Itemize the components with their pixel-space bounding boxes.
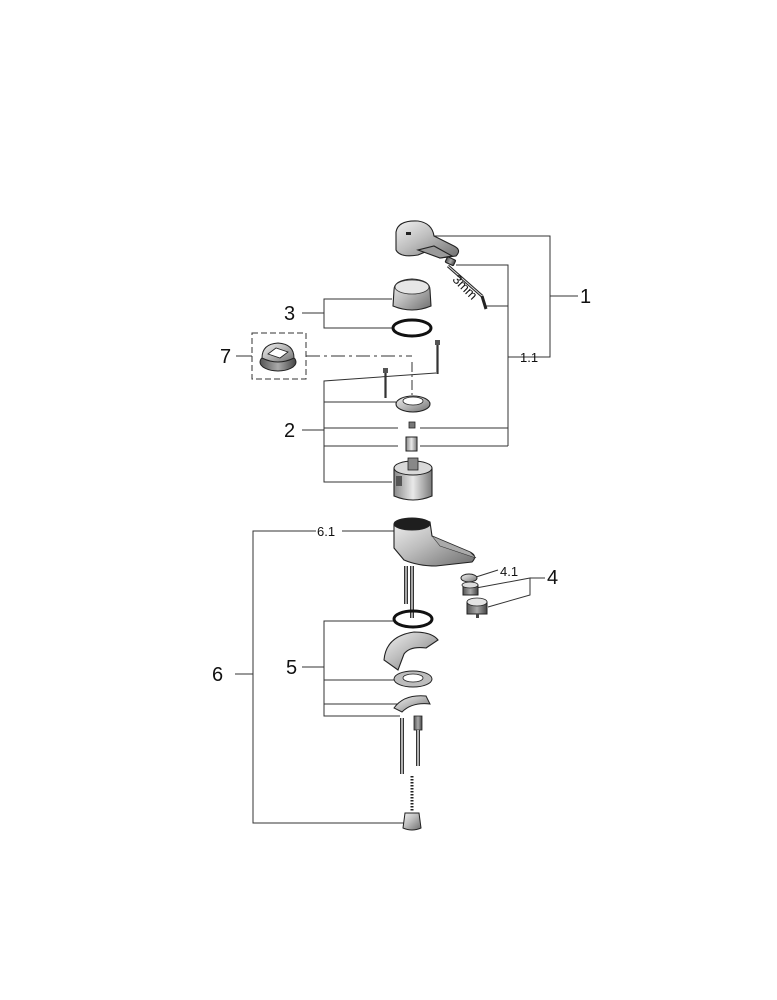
- cap: [392, 278, 432, 311]
- aerator-insert: [461, 581, 479, 596]
- base-o-ring: [392, 609, 434, 629]
- cartridge-nut: [395, 395, 431, 413]
- base-spacer: [383, 631, 439, 671]
- label-part-4: 4: [547, 567, 558, 589]
- label-part-4-1: 4.1: [500, 564, 518, 579]
- label-part-3: 3: [284, 303, 295, 325]
- label-part-5: 5: [286, 657, 297, 679]
- part-labels: 1 1.1 3 7 2 6.1 4.1 4 5 6: [212, 286, 591, 686]
- bracket-6: [252, 530, 406, 824]
- aerator-washer: [460, 573, 478, 583]
- bracket-3: [323, 298, 392, 329]
- small-pin: [408, 421, 416, 429]
- bracket-4: [475, 577, 531, 608]
- allen-key-size-label: 3mm: [450, 272, 481, 303]
- mounting-screws: [383, 340, 440, 398]
- leader-4-1-a: [475, 569, 499, 578]
- label-part-1-1: 1.1: [520, 350, 538, 365]
- base-washer: [393, 670, 433, 688]
- aerator-housing: [466, 597, 488, 618]
- spindle-adapter: [405, 436, 418, 452]
- lever-handle: [395, 220, 460, 259]
- parts: 3mm: [251, 220, 488, 831]
- mounting-rods: [400, 715, 423, 831]
- cartridge: [393, 457, 433, 501]
- faucet-body: [393, 517, 477, 618]
- label-part-7: 7: [220, 346, 231, 368]
- bracket-5: [323, 620, 400, 717]
- bracket-2: [323, 372, 437, 483]
- label-part-6-1: 6.1: [317, 524, 335, 539]
- base-clip: [393, 695, 431, 713]
- bracket-1-1: [456, 264, 509, 446]
- label-part-1: 1: [580, 286, 591, 308]
- handle-indicator-icon: [406, 232, 411, 235]
- label-part-2: 2: [284, 420, 295, 442]
- cap-o-ring: [391, 318, 433, 338]
- leader-lines: [235, 235, 578, 824]
- label-part-6: 6: [212, 664, 223, 686]
- aerator-key-box: [251, 332, 307, 380]
- set-screw-and-key: 3mm: [444, 256, 488, 310]
